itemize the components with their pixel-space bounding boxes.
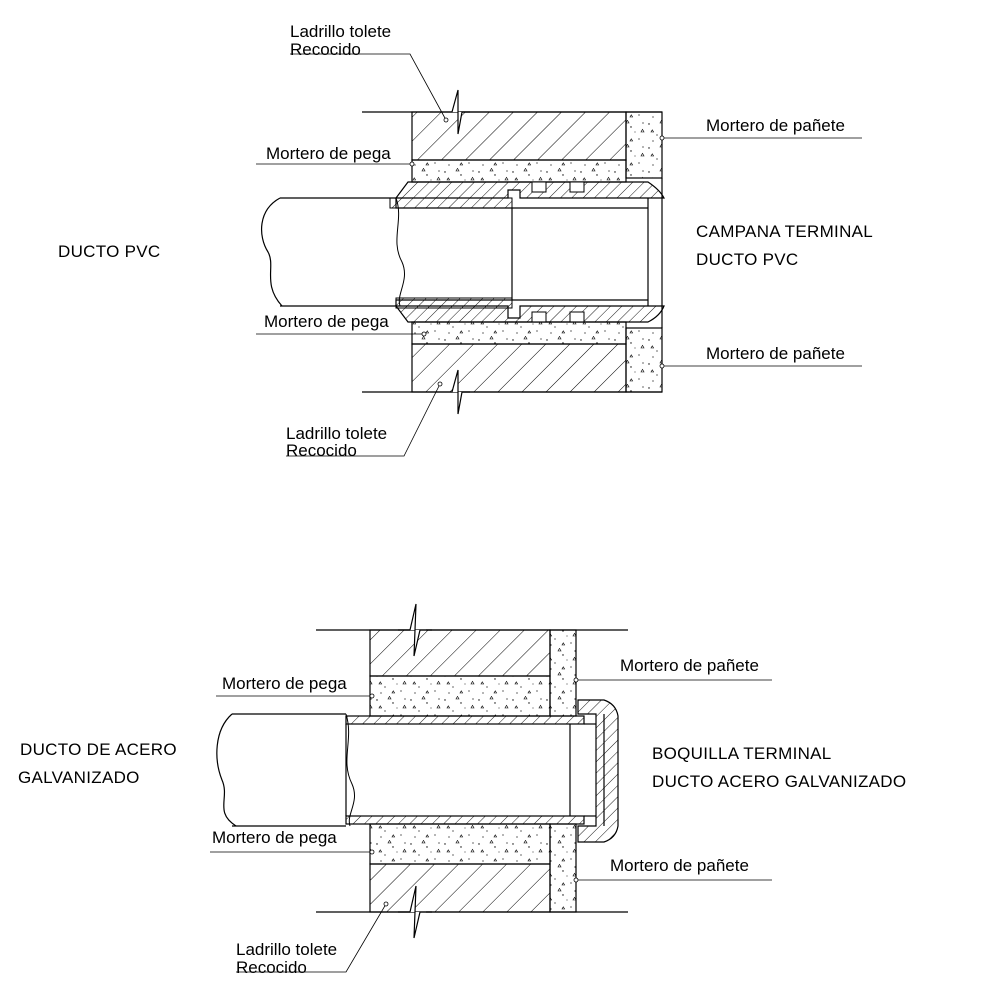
pvc-title-right-2: DUCTO PVC (696, 250, 799, 269)
plaster-top (625, 111, 663, 179)
steel-mortar-top-label: Mortero de pega (222, 674, 347, 693)
pvc-title-left: DUCTO PVC (58, 242, 161, 261)
steel-pipe-bottom-wall (345, 815, 585, 825)
steel-title-right-1: BOQUILLA TERMINAL (652, 744, 832, 763)
pvc-bell-bottom (394, 305, 665, 323)
mortar-top (411, 159, 627, 183)
pvc-mortar-top-label: Mortero de pega (266, 144, 391, 163)
pvc-plaster-bottom-label: Mortero de pañete (706, 344, 845, 363)
pvc-detail (256, 53, 862, 457)
steel-brick-bottom-label-1: Ladrillo tolete (236, 940, 338, 959)
steel-brick-bottom (369, 863, 551, 913)
steel-mortar-bottom (369, 823, 551, 865)
steel-brick-bottom-label-2: Recocido (236, 958, 307, 977)
steel-bushing (577, 699, 619, 843)
steel-plaster-bottom-label: Mortero de pañete (610, 856, 749, 875)
steel-title-left-2: GALVANIZADO (18, 768, 140, 787)
pvc-brick-bottom-label-1: Ladrillo tolete (286, 424, 388, 443)
steel-plaster-top-label: Mortero de pañete (620, 656, 759, 675)
steel-plaster-bottom (549, 823, 577, 913)
pvc-bell-top (394, 181, 665, 199)
pvc-brick-top-label-2: Recocido (290, 40, 361, 59)
steel-title-left-1: DUCTO DE ACERO (20, 740, 177, 759)
mortar-bottom (411, 321, 627, 345)
steel-brick-top (369, 629, 551, 677)
pvc-title-right-1: CAMPANA TERMINAL (696, 222, 874, 241)
steel-mortar-bottom-label: Mortero de pega (212, 828, 337, 847)
brick-bottom (411, 343, 627, 393)
steel-mortar-top (369, 675, 551, 717)
steel-pipe-top-wall (345, 715, 585, 725)
plaster-bottom (625, 327, 663, 393)
pvc-plaster-top-label: Mortero de pañete (706, 116, 845, 135)
steel-detail (210, 603, 772, 973)
pvc-brick-top-label-1: Ladrillo tolete (290, 22, 392, 41)
steel-plaster-top (549, 629, 577, 717)
pvc-mortar-bottom-label: Mortero de pega (264, 312, 389, 331)
pvc-pipe (280, 197, 513, 307)
steel-title-right-2: DUCTO ACERO GALVANIZADO (652, 772, 907, 791)
pvc-brick-bottom-label-2: Recocido (286, 441, 357, 460)
